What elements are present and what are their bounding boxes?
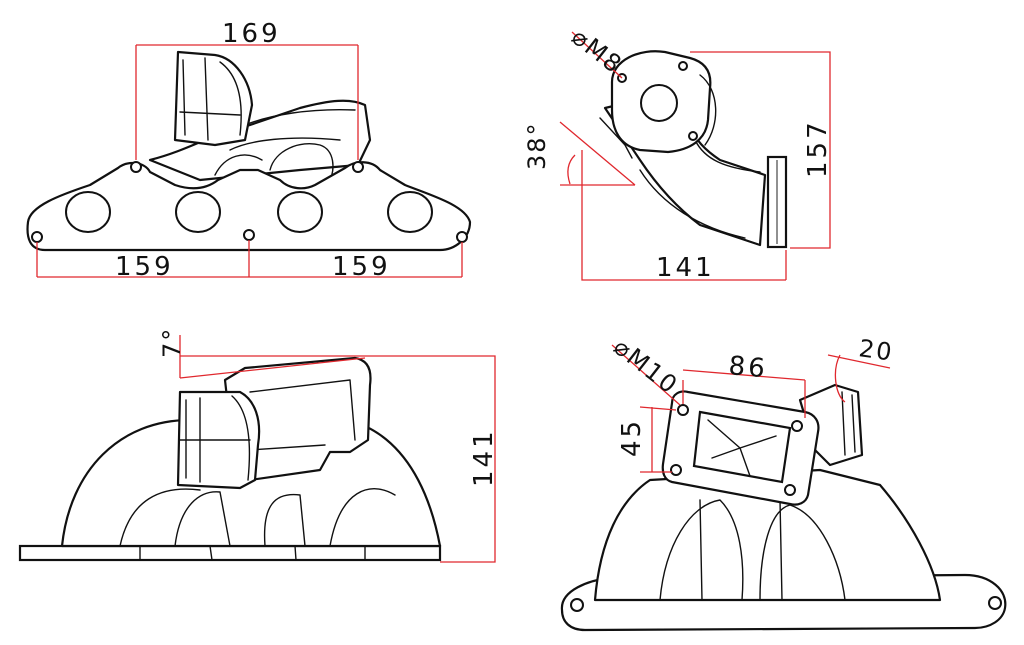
iso-bolt-hole xyxy=(570,598,584,612)
dim-angle-7: 7° xyxy=(158,327,186,358)
flange-bolt xyxy=(678,61,688,71)
view-side: ⌀M8 38° 157 141 xyxy=(523,23,833,283)
dim-flange-height-45: 45 xyxy=(617,418,647,457)
port-2 xyxy=(175,191,221,233)
dim-span-left: 159 xyxy=(115,252,174,282)
port-3 xyxy=(277,191,323,233)
view-rear: 7° 141 xyxy=(18,327,499,563)
bolt-hole xyxy=(352,161,364,173)
flange-bolt xyxy=(688,131,698,141)
iso-bolt-hole xyxy=(988,596,1002,610)
turbo-bore xyxy=(640,84,678,122)
port-1 xyxy=(65,191,111,233)
dim-width-141: 141 xyxy=(656,253,715,283)
port-4 xyxy=(387,191,433,233)
iso-flange-bolt xyxy=(791,420,803,432)
bolt-hole xyxy=(243,229,255,241)
bolt-hole xyxy=(456,231,468,243)
iso-flange-bolt xyxy=(677,404,689,416)
manifold-runner-body xyxy=(148,99,372,182)
view-front-flange: 169 159 159 xyxy=(26,19,472,282)
dim-span-right: 159 xyxy=(332,252,391,282)
bolt-hole xyxy=(130,161,142,173)
dim-angle-20: 20 xyxy=(857,334,895,367)
iso-flange-bolt xyxy=(784,484,796,496)
dim-height-157: 157 xyxy=(803,119,833,178)
rear-base-plate xyxy=(18,544,442,562)
bolt-hole xyxy=(31,231,43,243)
dim-height-141: 141 xyxy=(469,428,499,487)
iso-flange-bolt xyxy=(670,464,682,476)
dim-width-top: 169 xyxy=(222,19,281,49)
view-isometric: ⌀M10 86 45 20 xyxy=(560,333,1007,632)
dim-angle-38: 38° xyxy=(523,121,551,170)
bolt-spec-m10: ⌀M10 xyxy=(608,333,683,400)
exhaust-flange-plate xyxy=(26,161,472,252)
dim-flange-width-86: 86 xyxy=(727,351,769,384)
